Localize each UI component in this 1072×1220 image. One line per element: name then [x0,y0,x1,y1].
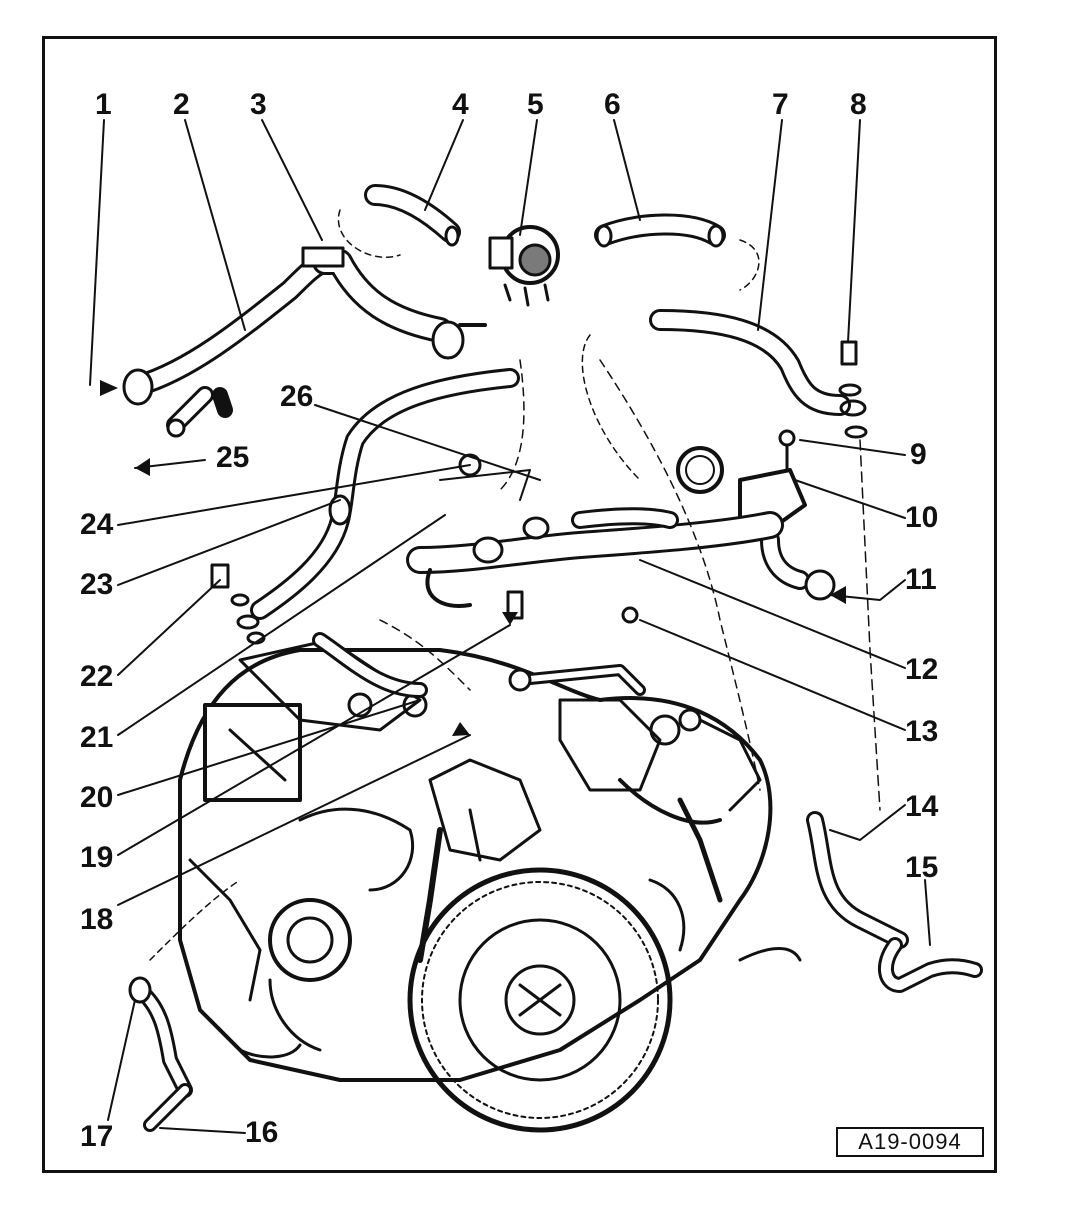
callout-5: 5 [527,88,544,121]
callout-18: 18 [80,903,114,936]
engine-block [178,632,802,1082]
arrowheads [100,380,846,736]
callout-19: 19 [80,841,114,874]
callout-20: 20 [80,781,114,814]
callout-13: 13 [905,715,939,748]
callout-16: 16 [245,1116,279,1149]
callout-26: 26 [280,380,314,413]
callout-24: 24 [80,508,114,541]
thermostat-housing [676,429,836,601]
callout-1: 1 [95,88,112,121]
callout-7: 7 [772,88,789,121]
coolant-pump [488,225,560,307]
hose-upper-left [337,184,461,258]
callout-10: 10 [905,501,939,534]
callout-25: 25 [216,441,250,474]
callout-23: 23 [80,568,114,601]
leader-lines [89,119,931,1134]
callout-12: 12 [905,653,939,686]
bolt-washers-left [210,563,266,645]
figure-id-label: A19-0094 [836,1127,984,1157]
assembly-lines [379,359,761,791]
t-fitting-pipe [301,246,487,360]
callout-15: 15 [905,851,939,884]
hose-upper-right [594,213,760,291]
hose-vertical [250,368,531,620]
flywheel [407,867,673,1133]
callout-9: 9 [910,438,927,471]
callout-17: 17 [80,1120,114,1153]
coolant-manifold [406,507,784,624]
callout-14: 14 [905,790,939,823]
callout-2: 2 [173,88,190,121]
callout-11: 11 [905,563,937,596]
hose-lower-left [128,879,241,1132]
hose-lower-right [806,811,983,993]
callout-22: 22 [80,660,114,693]
callout-3: 3 [250,88,267,121]
callout-8: 8 [850,88,867,121]
hose-s-right [581,309,851,481]
callout-21: 21 [80,721,114,754]
bolt-seal-stack [838,340,881,811]
callout-6: 6 [604,88,621,121]
callout-4: 4 [452,88,469,121]
coolant-pipe-left [122,251,336,438]
